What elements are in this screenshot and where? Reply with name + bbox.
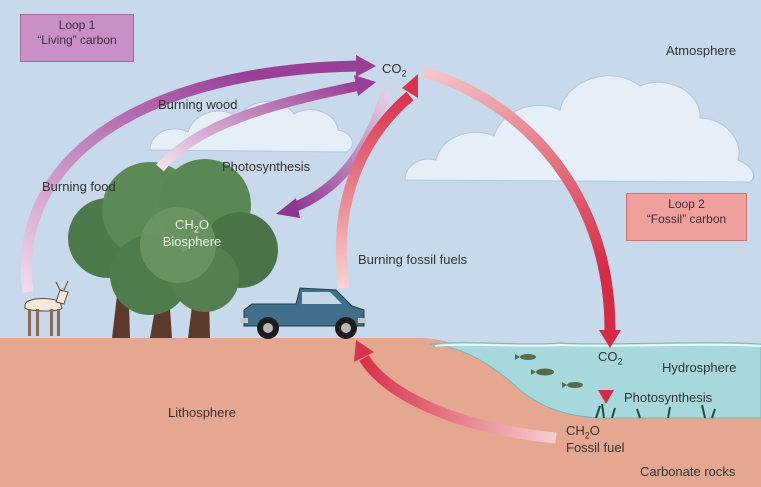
co2-atmosphere-label: CO2	[382, 61, 407, 79]
arrow-co2-to-hydrosphere	[422, 66, 616, 331]
arrow-water-photosynthesis-head	[598, 390, 614, 404]
arrow-fossil-fuel-to-truck	[359, 354, 557, 444]
loop1-title: Loop 1	[58, 18, 96, 32]
biosphere-formula: CH2O	[175, 217, 209, 235]
burning-food-label: Burning food	[42, 179, 116, 194]
arrow-burning-fossil-fuels-head	[402, 74, 418, 98]
water-surface	[434, 343, 761, 347]
loop1-subtitle: “Living” carbon	[37, 33, 117, 47]
biosphere-text: Biosphere	[162, 233, 222, 249]
hydrosphere-water	[429, 342, 761, 419]
cloud-right	[404, 75, 754, 183]
seaweed	[595, 403, 716, 419]
loop1-box: Loop 1 “Living” carbon	[20, 14, 134, 62]
deer	[24, 280, 69, 336]
loop2-subtitle: “Fossil” carbon	[646, 212, 727, 226]
arrow-burning-fossil-fuels	[335, 91, 414, 289]
arrow-burning-wood	[156, 81, 360, 172]
fossil-fuel-label: CH2O Fossil fuel	[566, 423, 625, 456]
burning-fossil-fuels-label: Burning fossil fuels	[358, 252, 468, 267]
fossil-text: Fossil fuel	[566, 439, 625, 455]
pickup-truck	[240, 287, 366, 339]
biosphere-label: CH2O Biosphere	[158, 217, 226, 250]
loop2-box: Loop 2 “Fossil” carbon	[626, 193, 747, 241]
trees	[68, 159, 278, 338]
burning-wood-label: Burning wood	[158, 97, 238, 112]
lithosphere-ground	[0, 338, 761, 487]
arrow-burning-food-head	[356, 55, 376, 77]
fossil-formula: CH2O	[566, 423, 600, 441]
arrow-co2-to-hydrosphere-head	[599, 330, 621, 348]
photosynthesis-label: Photosynthesis	[222, 159, 311, 174]
arrow-photosynthesis	[290, 90, 391, 213]
co2-hydrosphere-label: CO2	[598, 349, 623, 367]
arrow-burning-food	[20, 60, 359, 293]
carbonate-rocks-label: Carbonate rocks	[640, 464, 736, 479]
arrow-photosynthesis-head	[276, 198, 300, 218]
hydrosphere-label: Hydrosphere	[662, 360, 737, 375]
fish-group	[515, 354, 583, 388]
arrow-fossil-fuel-to-truck-head	[354, 340, 374, 362]
lithosphere-label: Lithosphere	[168, 405, 236, 420]
arrow-burning-wood-head	[354, 75, 376, 96]
water-photosynthesis-label: Photosynthesis	[624, 390, 713, 405]
loop2-title: Loop 2	[668, 197, 705, 211]
atmosphere-label: Atmosphere	[666, 43, 737, 58]
